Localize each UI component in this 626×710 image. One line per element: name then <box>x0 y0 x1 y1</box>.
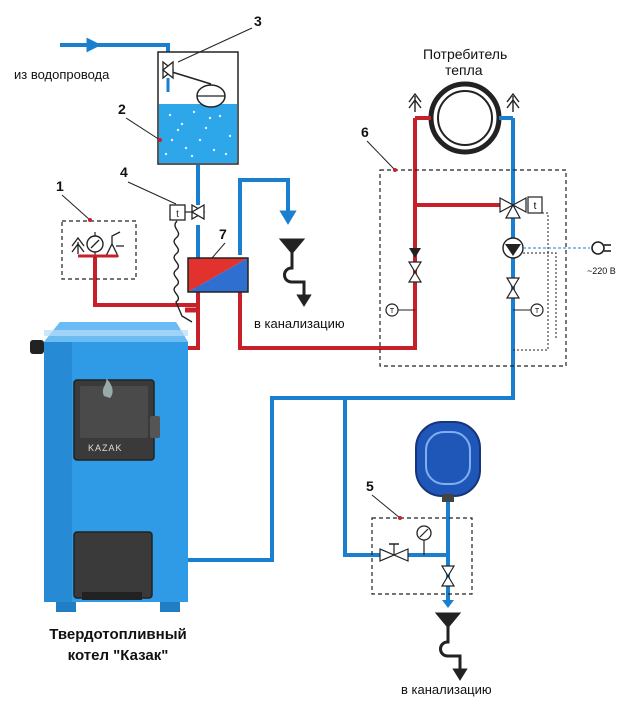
callout-1: 1 <box>56 178 64 194</box>
label-to-sewer-bottom: в канализацию <box>401 682 492 697</box>
storage-tank <box>157 51 239 165</box>
safety-group <box>61 220 137 280</box>
boiler-supply-riser <box>185 270 200 350</box>
boiler-caption-line1: Твердотопливный <box>49 626 187 643</box>
callout-7: 7 <box>219 226 227 242</box>
callout-6: 6 <box>361 124 369 140</box>
safety-group-2 <box>371 517 473 595</box>
expansion-tank <box>415 421 481 502</box>
sewer-funnel-bottom <box>434 612 468 681</box>
callout-2: 2 <box>118 101 126 117</box>
label-consumer-line1: Потребитель <box>423 46 508 62</box>
sewer-funnel-top <box>278 238 312 307</box>
solid-fuel-boiler <box>30 322 188 612</box>
boiler-caption: Твердотопливный котел "Казак" <box>18 624 218 666</box>
svg-text:T: T <box>390 308 395 315</box>
svg-text:T: T <box>535 308 540 315</box>
label-from-water-main: из водопровода <box>14 67 110 82</box>
water-main-pipe <box>60 43 170 60</box>
heat-exchanger <box>187 257 249 293</box>
callout-3: 3 <box>254 13 262 29</box>
label-to-sewer-top: в канализацию <box>254 316 345 331</box>
thermostatic-valve: t <box>169 203 206 323</box>
heat-consumer <box>408 81 520 155</box>
return-pipe <box>185 118 515 562</box>
exchanger-drain-pipe <box>238 178 290 255</box>
boiler-caption-line2: котел "Казак" <box>67 647 169 664</box>
drain-flow-arrow <box>279 210 297 225</box>
svg-text:t: t <box>534 201 537 212</box>
label-voltage: ~220 В <box>587 266 616 276</box>
label-consumer-line2: тепла <box>445 62 483 78</box>
callout-5: 5 <box>366 478 374 494</box>
inlet-flow-arrow <box>86 37 102 53</box>
supply-pipe <box>238 118 417 350</box>
svg-text:t: t <box>176 209 179 220</box>
expansion-branch-pipe <box>343 398 380 557</box>
boiler-logo-text: KAZAK <box>88 443 123 453</box>
power-plug-icon <box>591 241 611 255</box>
mixing-group: T T t <box>379 169 590 367</box>
safety-group-pipe <box>93 255 198 307</box>
callout-4: 4 <box>120 164 128 180</box>
hot-pipes <box>93 118 500 350</box>
